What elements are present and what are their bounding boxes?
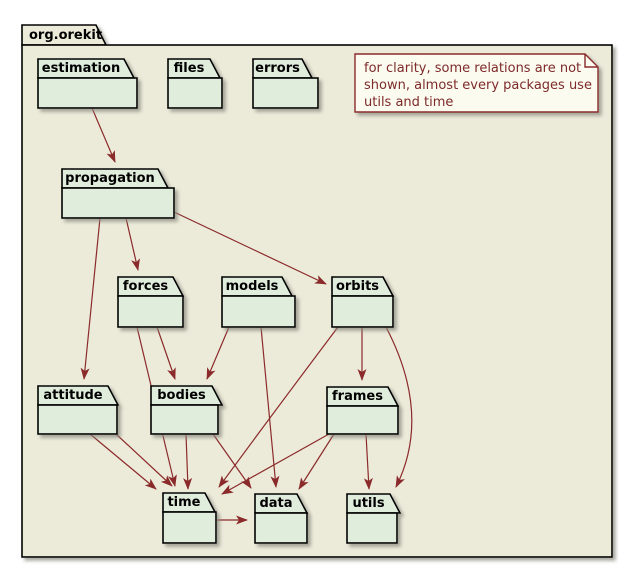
package-estimation: [37, 58, 138, 109]
package-bodies: [150, 385, 224, 435]
package-errors: [252, 58, 319, 109]
package-forces: [117, 276, 185, 328]
edge-propagation-orbits: [173, 211, 327, 285]
package-utils: [346, 493, 402, 544]
edge-models-data: [260, 326, 280, 488]
edge-frames-time: [221, 433, 330, 495]
edge-attitude-time: [115, 433, 173, 487]
package-data: [254, 493, 309, 544]
edge-frames-utils: [363, 433, 373, 490]
edge-propagation-forces: [125, 217, 140, 271]
package-models: [221, 276, 296, 328]
package-propagation: [61, 168, 175, 219]
package-files: [167, 58, 223, 109]
note: [354, 53, 599, 113]
edge-orbits-time: [218, 326, 339, 488]
edge-propagation-attitude: [80, 217, 101, 380]
edge-forces-bodies: [156, 326, 176, 380]
package-attitude: [37, 385, 120, 435]
edge-bodies-data: [212, 433, 252, 489]
edge-bodies-time: [183, 433, 193, 490]
edge-orbits-utils: [385, 326, 413, 488]
note-fold-corner-icon: [584, 54, 598, 68]
edge-estimation-propagation: [91, 107, 116, 163]
edge-frames-data: [298, 433, 335, 490]
package-time: [162, 492, 217, 544]
package-frames: [326, 386, 400, 435]
edge-models-bodies: [206, 326, 230, 380]
package-orbits: [331, 276, 395, 328]
edge-attitude-time: [89, 433, 157, 490]
